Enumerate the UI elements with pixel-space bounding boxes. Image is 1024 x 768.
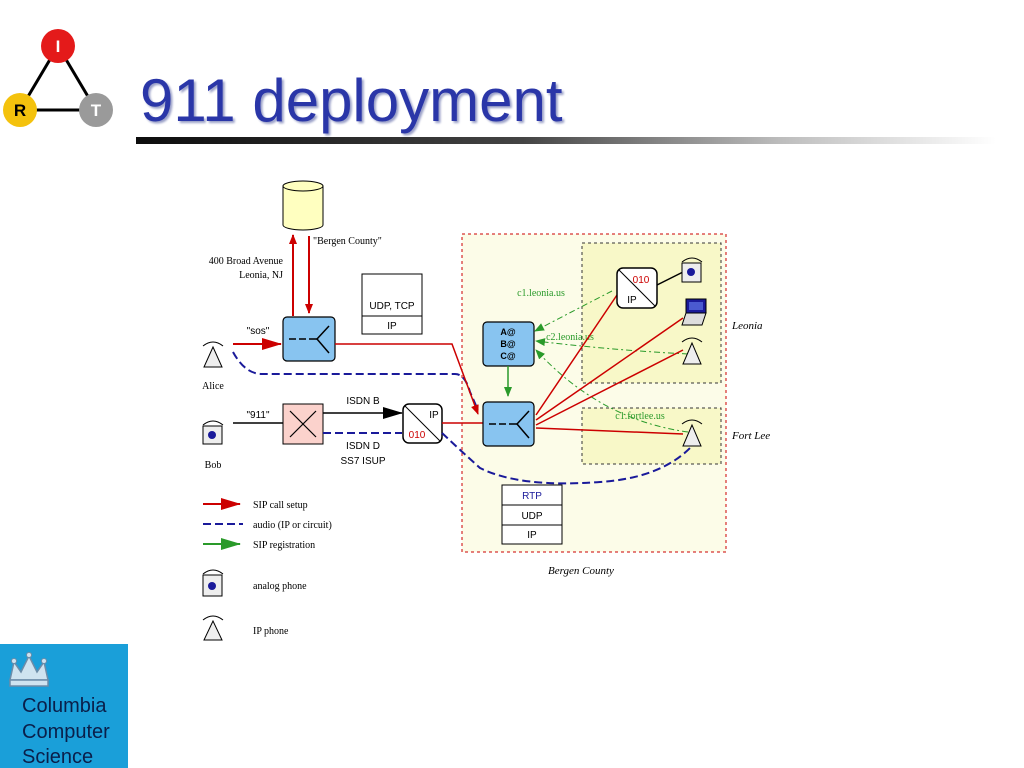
reg-db-a: A@ xyxy=(500,327,515,337)
reg-db-c: C@ xyxy=(500,351,515,361)
gateway-audio-path xyxy=(441,432,691,485)
leonia-label: Leonia xyxy=(731,320,763,332)
registration-c1-leonia xyxy=(534,290,613,332)
circuit-switch xyxy=(282,403,324,445)
irt-logo-i-circle xyxy=(41,29,75,63)
legend-ip-phone-icon xyxy=(202,615,224,641)
nine11-label: "911" xyxy=(246,410,269,421)
crown-icon xyxy=(9,652,49,687)
logo-line-3: Science xyxy=(22,746,94,768)
registration-c1-fortlee xyxy=(535,349,689,433)
leonia-gw-010-label: 010 xyxy=(633,275,650,286)
stack-bottom-rtp: RTP xyxy=(522,491,542,502)
irt-logo: I R T xyxy=(3,29,113,127)
legend-sip-call-setup: SIP call setup xyxy=(253,500,308,511)
sip-to-fortlee-ip-phone xyxy=(535,427,684,435)
gateway-010-label: 010 xyxy=(409,430,426,441)
sip-to-leonia-gateway xyxy=(535,294,618,416)
isdn-b-label: ISDN B xyxy=(346,396,380,407)
legend xyxy=(202,498,243,641)
alice-label: Alice xyxy=(202,381,224,392)
protocol-stack-bottom xyxy=(501,484,563,545)
ss7-label: SS7 ISUP xyxy=(340,456,385,467)
pstn-gateway xyxy=(402,403,443,444)
alice-ip-phone-icon xyxy=(202,341,224,368)
address-line-2: Leonia, NJ xyxy=(239,270,283,281)
title-underline xyxy=(136,137,996,144)
protocol-stack-top xyxy=(361,273,423,335)
sip-to-leonia-ip-phone xyxy=(535,349,684,426)
gateway-ip-label: IP xyxy=(429,410,439,421)
leonia-gw-phone-line xyxy=(656,271,684,286)
slide-title: 911 deployment xyxy=(140,67,563,134)
stack-top-udp-tcp: UDP, TCP xyxy=(369,301,415,312)
bob-label: Bob xyxy=(205,460,222,471)
bergen-county-label: Bergen County xyxy=(548,565,614,577)
proxy-to-proxy-sip-path xyxy=(335,343,479,415)
leonia-gw-ip-label: IP xyxy=(627,295,637,306)
central-sip-proxy xyxy=(482,401,535,447)
leonia-ip-phone-icon xyxy=(681,337,703,365)
legend-sip-registration: SIP registration xyxy=(253,540,315,551)
isdn-d-label: ISDN D xyxy=(346,441,380,452)
sos-label: "sos" xyxy=(247,326,270,337)
stack-bottom-ip: IP xyxy=(527,530,537,541)
stack-bottom-udp: UDP xyxy=(521,511,542,522)
leonia-gateway xyxy=(616,267,658,309)
legend-analog-phone: analog phone xyxy=(253,581,307,592)
laptop-icon xyxy=(681,298,707,326)
fort-lee-region xyxy=(581,407,722,465)
fortlee-ip-phone-icon xyxy=(681,419,703,447)
registration-c2-leonia xyxy=(535,338,689,355)
fort-lee-label: Fort Lee xyxy=(731,430,770,442)
columbia-logo: Columbia Computer Science xyxy=(0,644,128,768)
sip-to-leonia-pc xyxy=(535,317,684,421)
left-sip-proxy xyxy=(282,316,336,362)
c1-fortlee-label: c1.fortlee.us xyxy=(615,411,665,422)
address-line-1: 400 Broad Avenue xyxy=(209,256,284,267)
legend-analog-phone-icon xyxy=(202,569,224,597)
irt-logo-i-label: I xyxy=(56,37,61,56)
legend-ip-phone: IP phone xyxy=(253,626,289,637)
irt-logo-t-circle xyxy=(79,93,113,127)
stack-top-ip: IP xyxy=(387,321,397,332)
irt-logo-r-label: R xyxy=(14,101,26,120)
db-label: "Bergen County" xyxy=(313,236,382,247)
c1-leonia-label: c1.leonia.us xyxy=(517,288,565,299)
leonia-analog-phone-icon xyxy=(681,257,703,283)
bob-analog-phone-icon xyxy=(202,420,224,445)
database-icon xyxy=(282,180,324,231)
legend-audio: audio (IP or circuit) xyxy=(253,520,332,531)
irt-logo-t-label: T xyxy=(91,101,102,120)
reg-db-b: B@ xyxy=(500,339,515,349)
logo-line-1: Columbia xyxy=(22,695,107,717)
irt-logo-r-circle xyxy=(3,93,37,127)
c2-leonia-label: c2.leonia.us xyxy=(546,332,594,343)
alice-audio-path xyxy=(232,351,479,411)
logo-line-2: Computer xyxy=(22,721,110,743)
